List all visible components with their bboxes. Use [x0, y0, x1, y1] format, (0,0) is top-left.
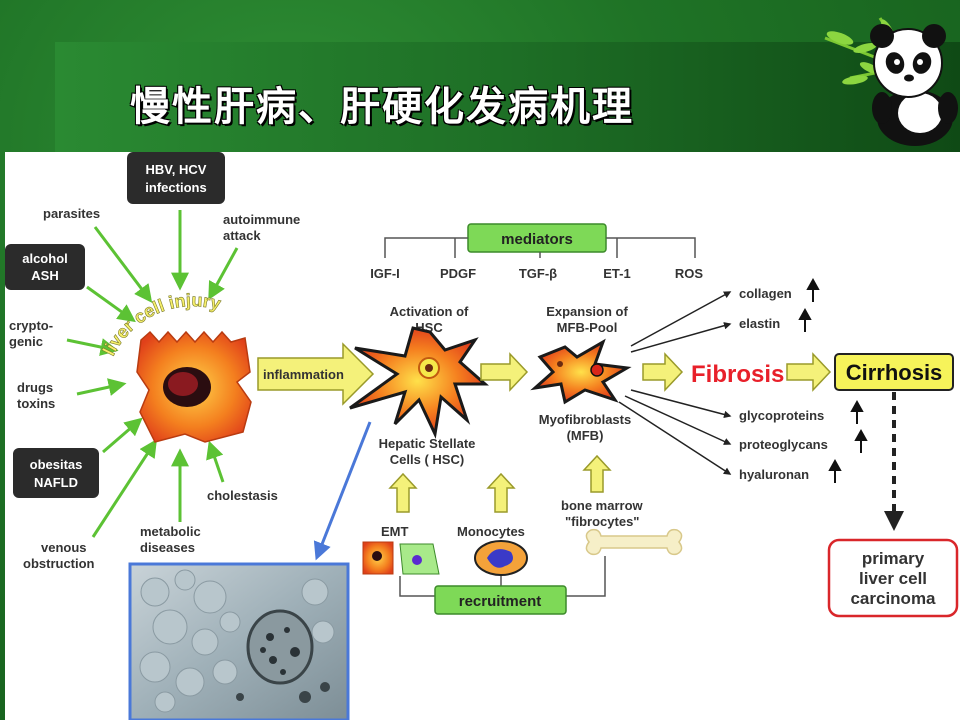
hsc-to-micrograph-arrow: [313, 421, 372, 561]
carcinoma-line1: primary: [862, 549, 925, 568]
hepatic-line2: Cells ( HSC): [390, 452, 464, 467]
cause-metabolic-line1: metabolic: [140, 524, 201, 539]
cause-venous-line2: obstruction: [23, 556, 95, 571]
source-bone-line2: "fibrocytes": [565, 514, 639, 529]
mediator-ros: ROS: [675, 266, 704, 281]
cause-parasites: parasites: [43, 206, 100, 221]
cause-alcohol-line1: alcohol: [22, 251, 68, 266]
cause-obesitas-line2: NAFLD: [34, 475, 78, 490]
mediators-group: mediators IGF-I PDGF TGF-β ET-1 ROS: [370, 223, 704, 281]
mediator-et1: ET-1: [603, 266, 630, 281]
myo-line2: (MFB): [567, 428, 604, 443]
activation-line1: Activation of: [390, 304, 469, 319]
fibrosis-label: Fibrosis: [691, 361, 784, 388]
matrix-arrows: [618, 291, 732, 475]
cause-obesitas-line1: obesitas: [30, 457, 83, 472]
cause-venous-line1: venous: [41, 540, 87, 555]
emt-cells-icon: [362, 541, 440, 575]
mediator-pdgf: PDGF: [440, 266, 476, 281]
source-monocytes: Monocytes: [457, 524, 525, 539]
panda-bamboo-icon: [824, 17, 958, 146]
inflammation-arrow: inflammation: [257, 342, 375, 406]
recruitment-label: recruitment: [459, 593, 542, 610]
cause-crypto-line1: crypto-: [9, 318, 53, 333]
carcinoma-line3: carcinoma: [850, 589, 936, 608]
matrix-proteoglycans: proteoglycans: [739, 437, 828, 452]
recruitment-box: recruitment: [434, 585, 567, 615]
matrix-glycoproteins: glycoproteins: [739, 408, 824, 423]
cirrhosis-label: Cirrhosis: [846, 360, 943, 385]
hepatic-line1: Hepatic Stellate: [379, 436, 476, 451]
slide-title: 慢性肝病、肝硬化发病机理: [130, 83, 634, 130]
mfb-to-fibrosis-arrow: [642, 352, 684, 392]
cause-cholestasis: cholestasis: [207, 488, 278, 503]
cause-autoimmune-line2: attack: [223, 228, 261, 243]
mediator-igf: IGF-I: [370, 266, 400, 281]
cause-alcohol-box: alcohol ASH: [5, 244, 85, 290]
myo-line1: Myofibroblasts: [539, 412, 631, 427]
source-bone-line1: bone marrow: [561, 498, 644, 513]
carcinoma-box: primary liver cell carcinoma: [827, 538, 959, 618]
mfb-cells: [530, 338, 632, 405]
expansion-line2: MFB-Pool: [557, 320, 618, 335]
source-up-arrows: [388, 454, 612, 513]
expansion-line1: Expansion of: [546, 304, 628, 319]
cirrhosis-box: Cirrhosis: [834, 353, 954, 391]
source-emt: EMT: [381, 524, 409, 539]
inflammation-label: inflammation: [263, 367, 344, 382]
cause-obesitas-box: obesitas NAFLD: [13, 448, 99, 498]
monocyte-icon: [474, 540, 528, 576]
carcinoma-line2: liver cell: [859, 569, 927, 588]
pathogenesis-diagram: HBV, HCV infections parasites autoimmune…: [5, 152, 960, 720]
cause-drugs-line1: drugs: [17, 380, 53, 395]
mediators-label: mediators: [501, 231, 573, 248]
hsc-micrograph-image: [128, 562, 350, 720]
matrix-hyaluronan: hyaluronan: [739, 467, 809, 482]
bone-icon: [585, 528, 683, 556]
cause-drugs-line2: toxins: [17, 396, 55, 411]
cause-hbv-box: HBV, HCV infections: [127, 152, 225, 204]
liver-cell-injury: liver cell injury: [98, 290, 252, 443]
recruitment-lines: [399, 556, 606, 597]
up-arrow-icons: [798, 277, 868, 483]
hsc-to-mfb-arrow: [480, 352, 529, 392]
title-band: 慢性肝病、肝硬化发病机理: [0, 0, 960, 152]
cause-autoimmune-line1: autoimmune: [223, 212, 300, 227]
title-strip: [55, 42, 960, 152]
cause-arrows: [66, 210, 239, 538]
matrix-elastin: elastin: [739, 316, 780, 331]
cause-metabolic-line2: diseases: [140, 540, 195, 555]
matrix-collagen: collagen: [739, 286, 792, 301]
hsc-cell: [349, 326, 489, 440]
cause-crypto-line2: genic: [9, 334, 43, 349]
cause-alcohol-line2: ASH: [31, 268, 58, 283]
fibrosis-to-cirrhosis-arrow: [786, 352, 832, 392]
cause-hbv-line2: infections: [145, 180, 206, 195]
mediator-tgf: TGF-β: [519, 266, 557, 281]
cause-hbv-line1: HBV, HCV: [146, 162, 207, 177]
